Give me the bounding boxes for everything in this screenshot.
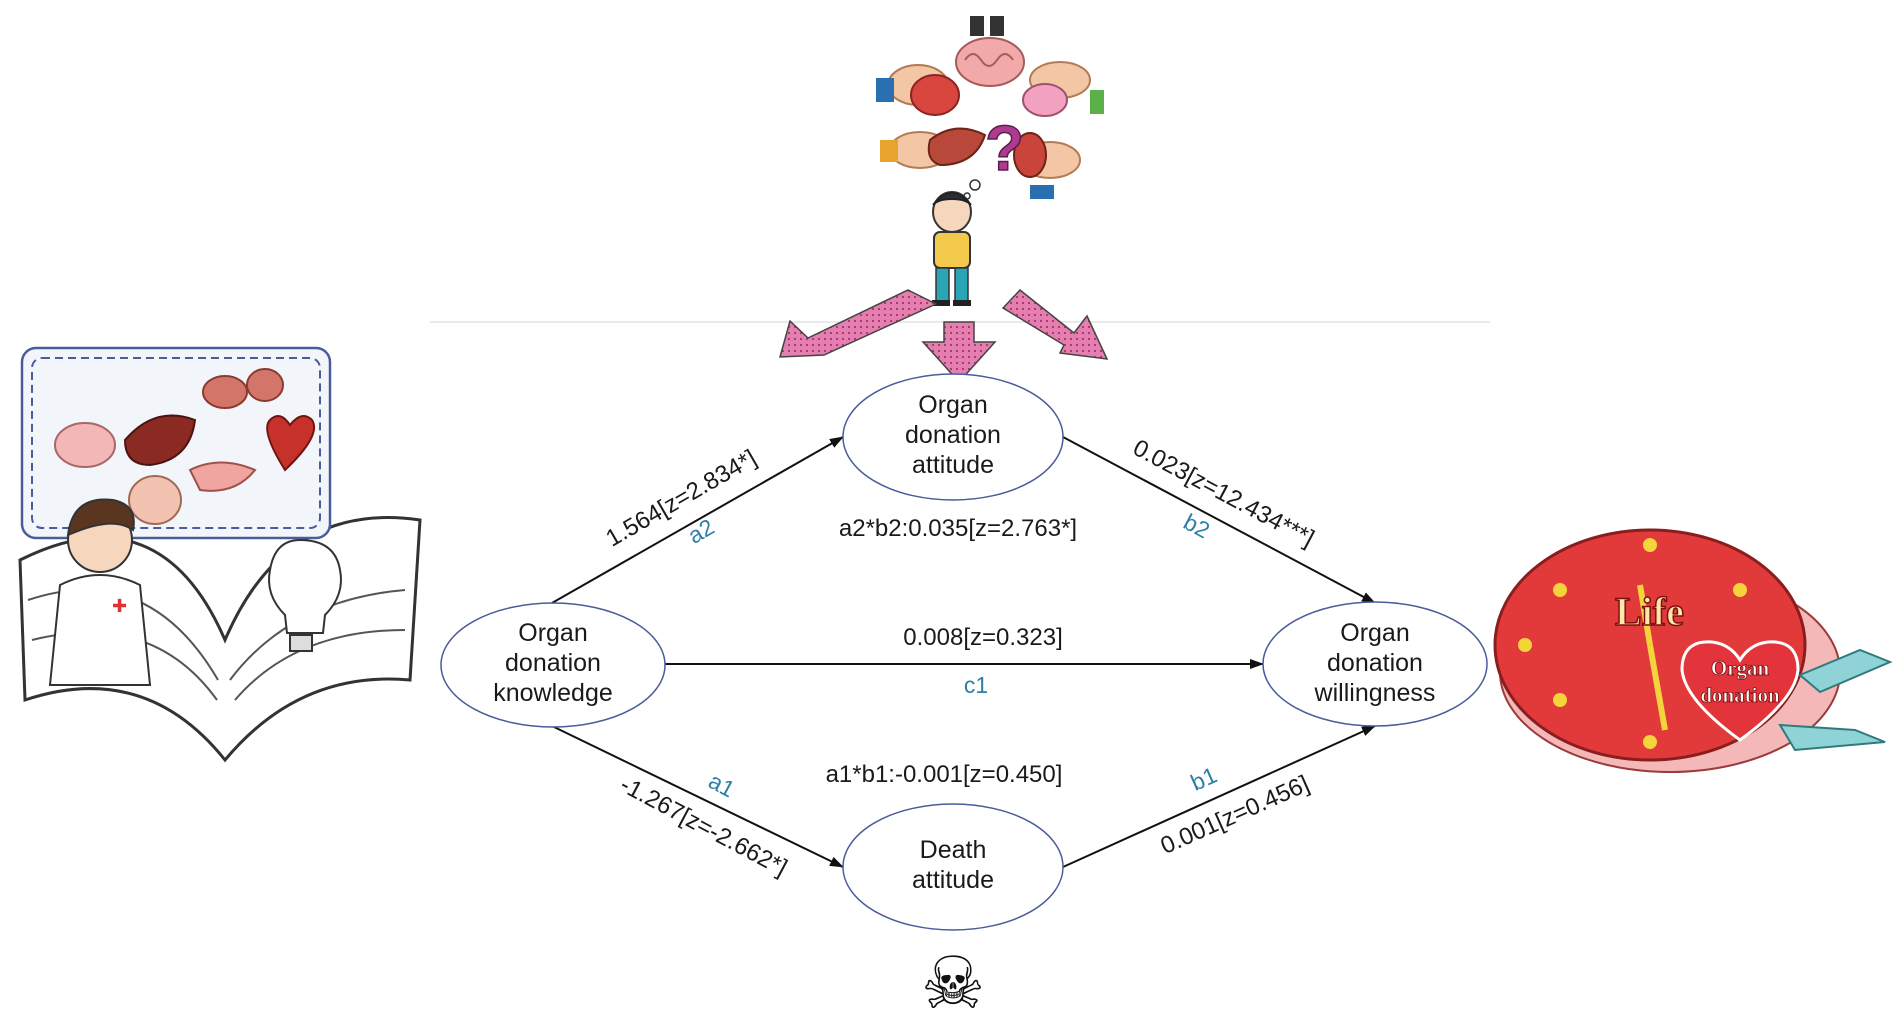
lightbulb-base-icon bbox=[289, 634, 313, 652]
path-a1-value: -1.267[z=-2.662*] bbox=[616, 771, 792, 882]
node-knowledge-line1: Organ bbox=[518, 619, 587, 647]
lungs-icon bbox=[54, 422, 116, 468]
node-willingness: Organ donation willingness bbox=[1262, 601, 1488, 727]
kidneys-right-icon bbox=[246, 368, 284, 402]
thought-bubble-icon bbox=[969, 179, 981, 191]
node-knowledge-line2: donation bbox=[505, 649, 601, 677]
node-knowledge-line3: knowledge bbox=[493, 679, 613, 707]
path-a1-arrow bbox=[551, 725, 844, 868]
node-knowledge-ellipse bbox=[440, 602, 666, 728]
heart-small-icon bbox=[266, 415, 316, 472]
pink-arrow-left-icon bbox=[779, 289, 938, 358]
path-b2-arrow bbox=[1062, 436, 1376, 604]
kidneys-icon bbox=[202, 375, 248, 409]
pink-arrow-down-icon bbox=[921, 321, 997, 384]
heart-organ-icon bbox=[910, 74, 960, 116]
clock-tick bbox=[1553, 693, 1567, 707]
heart-label-line1: Organ bbox=[1711, 656, 1770, 680]
path-a2-arrow bbox=[551, 436, 844, 604]
node-attitude-line3: attitude bbox=[912, 451, 994, 479]
path-a1-name: a1 bbox=[704, 767, 739, 802]
node-death-line1: Death bbox=[920, 836, 987, 864]
node-willingness-line1: Organ bbox=[1340, 619, 1409, 647]
intestine-icon bbox=[128, 475, 182, 525]
path-a2-name: a2 bbox=[683, 513, 718, 548]
stomach-icon bbox=[1022, 83, 1068, 117]
node-death-line2: attitude bbox=[912, 866, 994, 894]
clock-hand-long-icon bbox=[1647, 644, 1668, 731]
node-willingness-line3: willingness bbox=[1314, 679, 1436, 707]
clock-tick bbox=[1733, 583, 1747, 597]
pancreas-icon bbox=[188, 461, 257, 492]
life-clock-illustration: Life Organ donation bbox=[1493, 528, 1893, 773]
doctor-book-illustration: ✚ bbox=[18, 346, 422, 763]
red-cross-icon: ✚ bbox=[112, 596, 127, 617]
question-mark-icon: ? bbox=[985, 112, 1024, 184]
boy-icon bbox=[932, 191, 972, 306]
path-b1-arrow bbox=[1062, 725, 1376, 868]
node-willingness-line2: donation bbox=[1327, 649, 1423, 677]
path-c1-name: c1 bbox=[964, 672, 988, 698]
indirect-a2b2: a2*b2:0.035[z=2.763*] bbox=[839, 515, 1077, 542]
clock-tick bbox=[1643, 735, 1657, 749]
hands-holding-icon bbox=[1798, 648, 1893, 694]
node-death: Death attitude bbox=[842, 803, 1064, 931]
path-b1-name: b1 bbox=[1187, 762, 1221, 796]
clock-hand-icon bbox=[1637, 584, 1653, 646]
hands-holding-lower-icon bbox=[1778, 723, 1886, 752]
heart-icon bbox=[1680, 640, 1800, 742]
indirect-a1b1: a1*b1:-0.001[z=0.450] bbox=[826, 761, 1063, 788]
path-c1-value: 0.008[z=0.323] bbox=[903, 624, 1062, 651]
clock-tick bbox=[1518, 638, 1532, 652]
brain-folds-icon bbox=[964, 53, 1014, 67]
clock-tick bbox=[1643, 538, 1657, 552]
node-attitude-line1: Organ bbox=[918, 391, 987, 419]
heart-label-line2: donation bbox=[1700, 683, 1780, 707]
path-b2-value: 0.023[z=12.434***] bbox=[1129, 434, 1319, 552]
skull-crossbones-icon: ☠ bbox=[921, 941, 986, 1020]
node-willingness-ellipse bbox=[1262, 601, 1488, 727]
thinking-person-illustration: ? bbox=[876, 16, 1104, 306]
node-attitude-ellipse bbox=[842, 373, 1064, 501]
lightbulb-icon bbox=[268, 538, 342, 634]
node-knowledge: Organ donation knowledge bbox=[440, 602, 666, 728]
node-attitude: Organ donation attitude bbox=[842, 373, 1064, 501]
kidney-icon bbox=[1013, 132, 1047, 178]
doctor-coat-icon bbox=[48, 574, 152, 686]
clock-tick bbox=[1553, 583, 1567, 597]
info-card-inner bbox=[31, 357, 321, 529]
liver-small-icon bbox=[123, 414, 197, 467]
node-attitude-line2: donation bbox=[905, 421, 1001, 449]
doctor-hair-icon bbox=[66, 498, 135, 537]
brain-icon bbox=[955, 37, 1025, 87]
node-death-ellipse bbox=[842, 803, 1064, 931]
liver-icon bbox=[927, 127, 987, 167]
pink-arrow-right-icon bbox=[1001, 288, 1109, 360]
clock-title: Life bbox=[1615, 589, 1684, 634]
